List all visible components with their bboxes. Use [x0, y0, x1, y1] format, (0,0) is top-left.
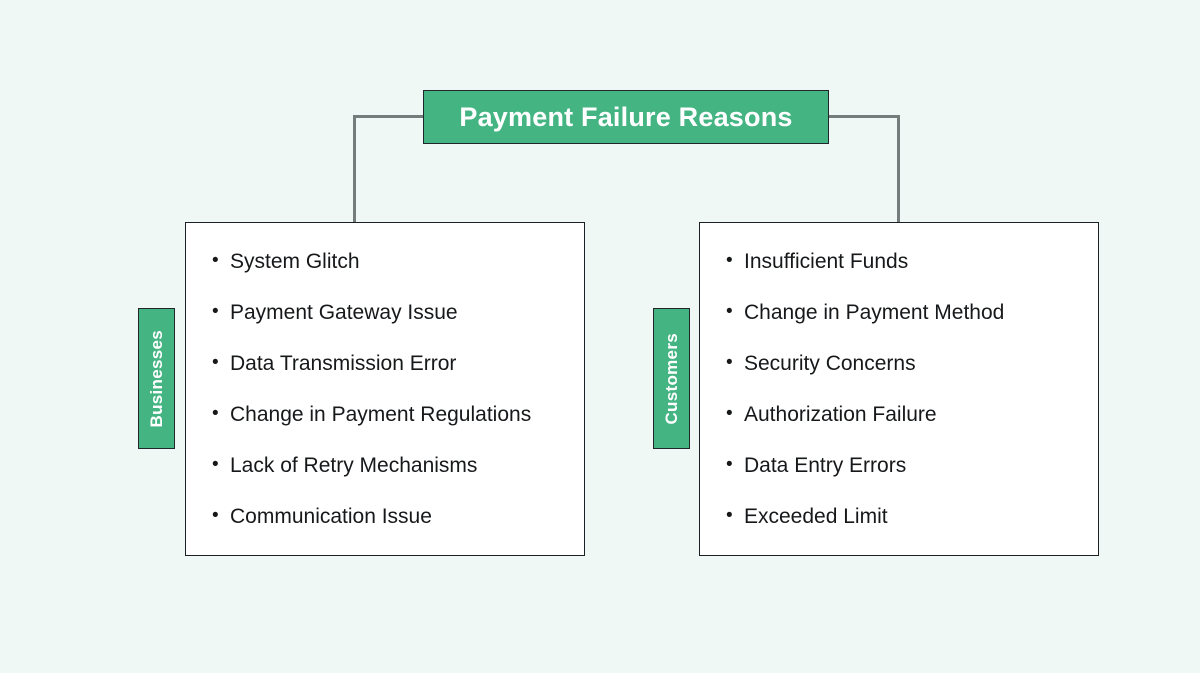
connector-vertical-right [897, 115, 900, 223]
connector-horizontal-left [353, 115, 425, 118]
list-item: Exceeded Limit [726, 505, 1098, 528]
list-item: Lack of Retry Mechanisms [212, 454, 584, 477]
branch-list-businesses: System Glitch Payment Gateway Issue Data… [186, 223, 584, 528]
page-title: Payment Failure Reasons [459, 101, 793, 132]
branch-tab-label-businesses: Businesses [146, 329, 166, 428]
list-item: Change in Payment Method [726, 301, 1098, 324]
list-item: Communication Issue [212, 505, 584, 528]
list-item: Security Concerns [726, 352, 1098, 375]
branch-tab-customers: Customers [653, 308, 690, 449]
branch-panel-businesses: System Glitch Payment Gateway Issue Data… [185, 222, 585, 556]
list-item: Insufficient Funds [726, 250, 1098, 273]
list-item: Authorization Failure [726, 403, 1098, 426]
branch-tab-businesses: Businesses [138, 308, 175, 449]
connector-vertical-left [353, 115, 356, 223]
list-item: Data Entry Errors [726, 454, 1098, 477]
diagram-title-node: Payment Failure Reasons [423, 90, 829, 144]
list-item: Payment Gateway Issue [212, 301, 584, 324]
list-item: System Glitch [212, 250, 584, 273]
branch-tab-label-customers: Customers [661, 332, 681, 425]
connector-horizontal-right [828, 115, 900, 118]
branch-panel-customers: Insufficient Funds Change in Payment Met… [699, 222, 1099, 556]
list-item: Change in Payment Regulations [212, 403, 584, 426]
branch-list-customers: Insufficient Funds Change in Payment Met… [700, 223, 1098, 528]
list-item: Data Transmission Error [212, 352, 584, 375]
